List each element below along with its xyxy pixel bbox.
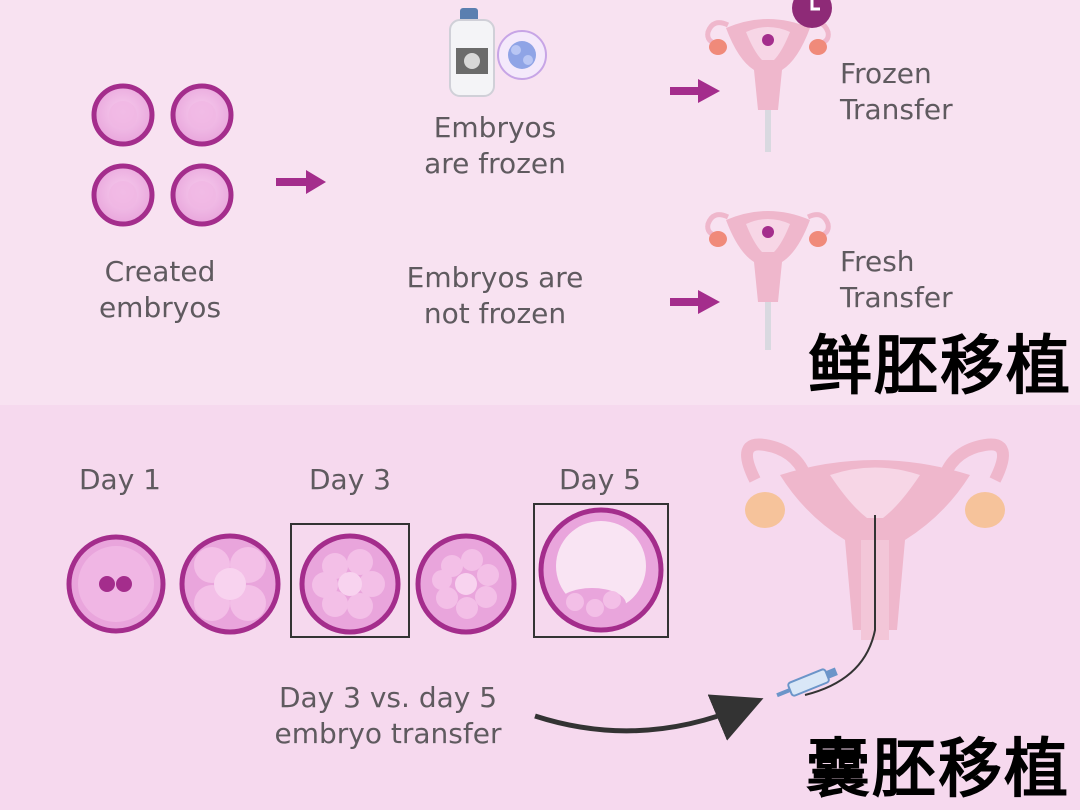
syringe-icon bbox=[776, 667, 838, 698]
day3-vs-day5-caption: Day 3 vs. day 5 embryo transfer bbox=[274, 681, 502, 750]
fresh-transfer-cn-label: 鲜胚移植 bbox=[808, 330, 1072, 404]
day1-label: Day 1 bbox=[78, 463, 161, 496]
fresh-transfer-label: Fresh Transfer bbox=[840, 245, 953, 314]
created-embryos-group bbox=[91, 83, 234, 227]
day3-label: Day 3 bbox=[308, 463, 391, 496]
embryo-stage-day1 bbox=[66, 534, 166, 634]
arrow-icon bbox=[670, 79, 720, 103]
clock-icon bbox=[792, 0, 832, 28]
cryo-bottle-icon bbox=[449, 8, 495, 97]
frozen-embryo-icon bbox=[497, 30, 547, 80]
embryo-stage-day3 bbox=[290, 523, 410, 638]
embryo-icon bbox=[91, 163, 155, 227]
uterus-large-icon bbox=[741, 438, 1009, 696]
embryo-stage-day5 bbox=[533, 503, 669, 638]
frozen-transfer-label: Frozen Transfer bbox=[840, 57, 953, 126]
embryo-stage-day2 bbox=[179, 533, 281, 635]
arrow-icon bbox=[670, 290, 720, 314]
created-embryos-label: Created embryos bbox=[98, 255, 222, 324]
embryo-stage-day4 bbox=[415, 533, 517, 635]
embryo-icon bbox=[170, 163, 234, 227]
embryos-frozen-label: Embryos are frozen bbox=[424, 111, 566, 180]
curved-arrow bbox=[534, 694, 764, 741]
day5-label: Day 5 bbox=[558, 463, 641, 496]
uterus-icon bbox=[705, 19, 831, 152]
blastocyst-transfer-cn-label: 囊胚移植 bbox=[806, 733, 1070, 807]
uterus-icon bbox=[705, 211, 831, 350]
embryos-not-frozen-label: Embryos are not frozen bbox=[406, 261, 584, 330]
embryo-icon bbox=[170, 83, 234, 147]
embryo-icon bbox=[91, 83, 155, 147]
arrow-icon bbox=[276, 170, 326, 194]
